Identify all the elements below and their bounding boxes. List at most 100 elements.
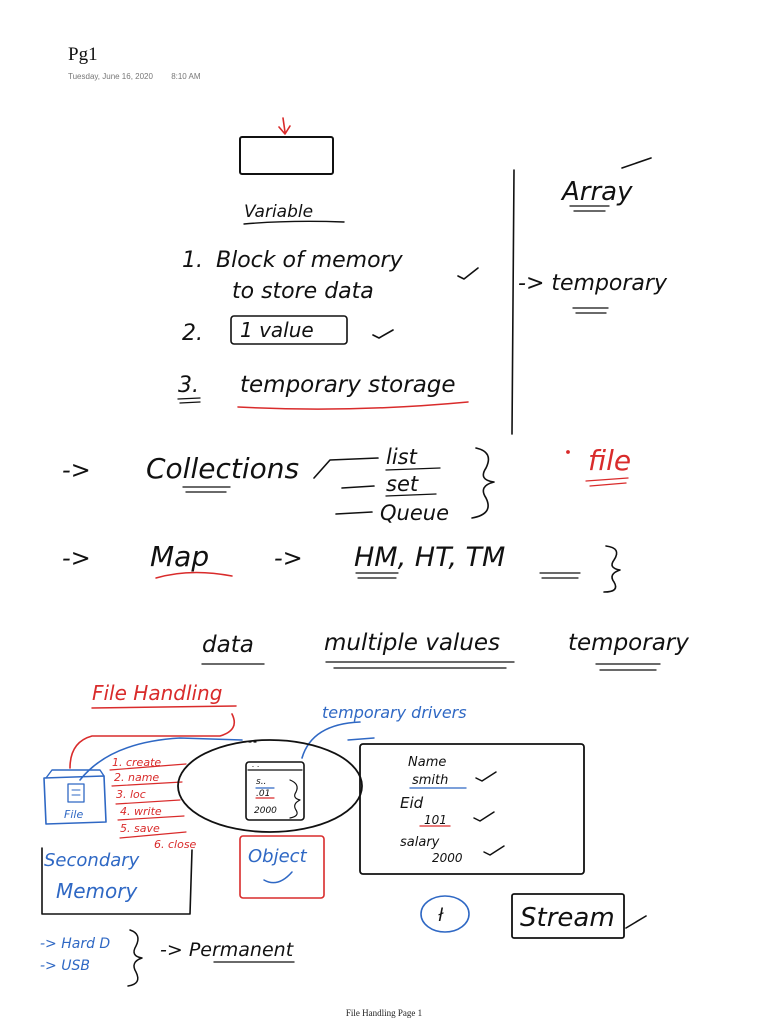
secondary-memory-line-2: Memory <box>56 879 139 903</box>
summary-data: data <box>202 632 254 658</box>
mini-object-box <box>245 761 305 821</box>
stream-label: Stream <box>520 903 615 933</box>
memory-ellipse <box>177 739 363 833</box>
temporary-drivers-label: temporary drivers <box>322 703 467 722</box>
variable-box <box>239 136 334 175</box>
step-2: 2. name <box>114 771 159 784</box>
mini-object-row: . . <box>252 760 260 769</box>
list-underline <box>385 467 441 471</box>
stream-box <box>511 893 625 939</box>
branch-line <box>313 457 379 479</box>
red-underline <box>237 401 469 410</box>
permanent-label: -> Permanent <box>160 939 295 961</box>
summary-underline <box>325 661 515 669</box>
page-footer: File Handling Page 1 <box>345 1008 423 1018</box>
object-label: Object <box>248 846 308 867</box>
array-heading: Array <box>560 177 633 207</box>
variable-num-1: 1. <box>182 248 203 273</box>
page-date: Tuesday, June 16, 2020 <box>68 72 153 81</box>
map-to-arrow: -> <box>274 544 303 572</box>
stream-icon-circle <box>420 895 470 933</box>
steps-underline <box>111 781 183 787</box>
number-underline <box>177 397 201 404</box>
collections-arrow: -> <box>62 456 91 484</box>
blue-arrow-to-file <box>79 737 243 781</box>
collections-underline <box>182 486 231 493</box>
storage-brace <box>127 929 143 987</box>
step-3: 3. loc <box>116 788 146 801</box>
object-checkmark <box>263 871 293 884</box>
step-5: 5. save <box>120 822 160 835</box>
steps-underline <box>109 763 187 771</box>
file-underline <box>585 477 629 487</box>
variable-point-2: 1 value <box>240 318 314 342</box>
mini-object-row: .01 <box>256 789 270 799</box>
record-salary-value: 2000 <box>432 851 463 865</box>
mini-object-brace <box>289 779 301 819</box>
checkmark-icon <box>483 845 505 856</box>
map-underline <box>155 571 233 579</box>
page-time: 8:10 AM <box>171 72 201 81</box>
record-eid-value: 101 <box>424 813 447 827</box>
map-types: HM, HT, TM <box>354 542 505 573</box>
collections-label: Collections <box>146 452 299 485</box>
variable-underline <box>243 220 345 225</box>
file-label-red: file <box>588 444 631 477</box>
record-name-label: Name <box>408 755 446 770</box>
red-arrow-to-file <box>69 713 236 769</box>
file-icon-doc <box>67 783 85 803</box>
collections-brace <box>471 447 495 519</box>
file-icon <box>43 775 107 825</box>
variable-point-3: temporary storage <box>240 372 456 398</box>
set-underline <box>385 493 437 497</box>
map-label: Map <box>150 540 209 573</box>
map-brace <box>603 545 621 593</box>
driver-arrow <box>301 721 361 759</box>
summary-temporary: temporary <box>568 630 689 656</box>
secondary-memory-box <box>41 847 193 915</box>
secondary-memory-line-1: Secondary <box>44 850 140 871</box>
step-6: 6. close <box>154 838 197 851</box>
hm-underline <box>355 572 399 579</box>
variable-heading: Variable <box>244 202 313 222</box>
tm-underline <box>539 572 581 579</box>
file-handling-heading: File Handling <box>92 681 222 705</box>
red-arrow-icon <box>278 117 291 135</box>
page-meta: Tuesday, June 16, 2020 8:10 AM <box>68 72 201 81</box>
storage-hard-disk: -> Hard D <box>40 936 110 952</box>
driver-underline <box>347 737 375 741</box>
variable-point-1b: to store data <box>232 279 374 304</box>
one-value-box <box>230 315 348 345</box>
checkmark-icon <box>625 915 647 929</box>
summary-multiple-values: multiple values <box>324 630 500 656</box>
branch-line <box>335 511 373 515</box>
handwritten-notes: Variable 1. Block of memory to store dat… <box>40 117 689 987</box>
branch-line <box>341 485 375 489</box>
step-1: 1. create <box>112 756 161 769</box>
file-icon-lines <box>71 789 81 796</box>
steps-underline <box>119 831 187 839</box>
page-title: Pg1 <box>68 44 98 65</box>
record-eid-label: Eid <box>400 794 424 812</box>
stream-icon-glyph: ł <box>438 905 444 926</box>
mini-object-row: s.. <box>256 777 266 787</box>
checkmark-icon <box>475 771 497 782</box>
file-icon-label: File <box>64 808 83 821</box>
record-salary-label: salary <box>400 835 440 850</box>
record-name-value: smith <box>412 773 448 788</box>
collections-item-set: set <box>386 472 419 496</box>
record-box <box>359 743 585 875</box>
map-arrow: -> <box>62 544 91 572</box>
collections-item-list: list <box>386 445 418 469</box>
mini-object-row: 2000 <box>254 806 277 816</box>
tick-mark <box>621 157 652 169</box>
summary-underline <box>595 663 661 671</box>
steps-underline <box>115 799 181 805</box>
storage-usb: -> USB <box>40 958 90 974</box>
checkmark-icon <box>372 329 394 339</box>
variable-point-1: Block of memory <box>216 248 404 273</box>
variable-num-2: 2. <box>182 321 203 346</box>
array-underline <box>569 205 610 212</box>
collections-item-queue: Queue <box>380 501 449 525</box>
checkmark-icon <box>457 267 479 280</box>
